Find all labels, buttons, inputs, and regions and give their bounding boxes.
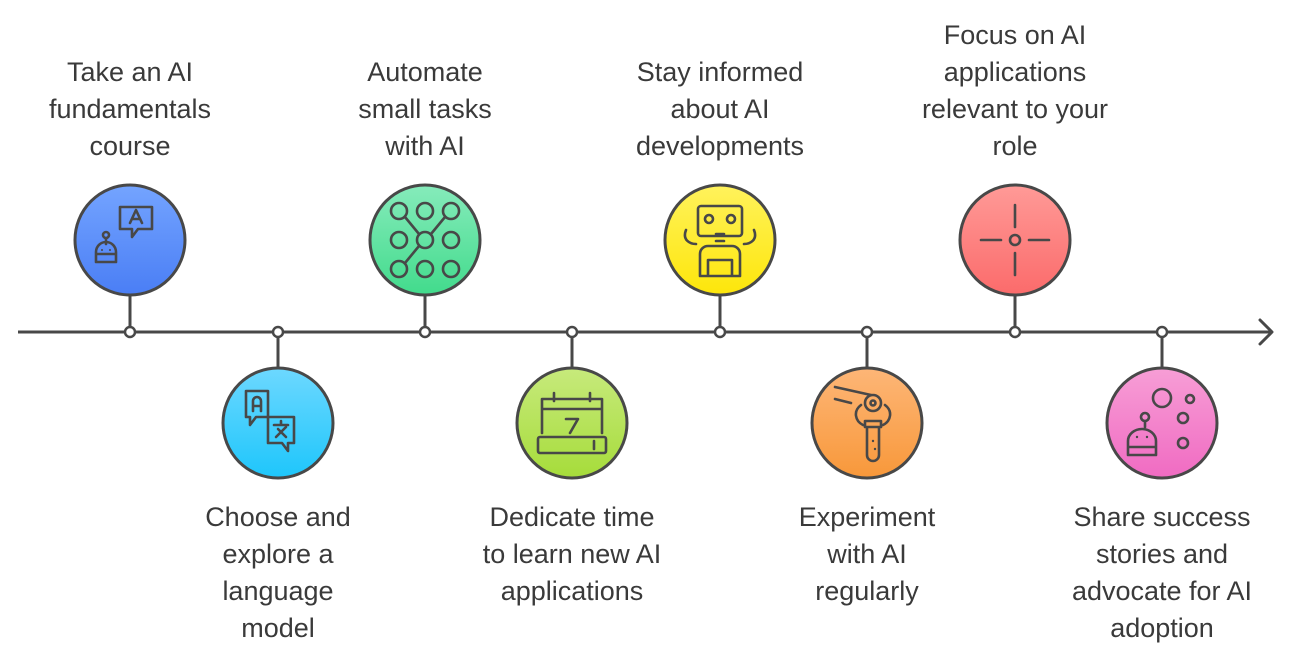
step-label: Share success stories and advocate for AI a… xyxy=(1042,499,1282,647)
step-label-line: adoption xyxy=(1110,613,1214,643)
timeline-marker xyxy=(1008,325,1022,339)
step-circle xyxy=(221,366,335,480)
step-label-line: fundamentals xyxy=(48,94,212,124)
step-label-line: Dedicate time xyxy=(489,502,655,532)
step-label-line: role xyxy=(992,131,1038,161)
step-label-line: Experiment xyxy=(798,502,936,532)
timeline-step xyxy=(73,183,187,339)
target-crosshair-icon xyxy=(979,203,1051,277)
step-label-line: relevant to your xyxy=(921,94,1109,124)
step-label-line: Share success xyxy=(1073,502,1251,532)
step-circle xyxy=(515,366,629,480)
step-label-line: explore a xyxy=(222,539,334,569)
timeline-marker xyxy=(713,325,727,339)
calendar-icon xyxy=(536,391,608,455)
step-label: Choose and explore a language model xyxy=(158,499,398,647)
step-circle xyxy=(73,183,187,297)
step-label-line: applications xyxy=(943,57,1087,87)
step-circle xyxy=(810,366,924,480)
automation-grid-icon xyxy=(389,201,461,279)
step-label-line: Focus on AI xyxy=(943,20,1087,50)
step-circle xyxy=(958,183,1072,297)
step-label-line: about AI xyxy=(670,94,770,124)
step-label-line: advocate for AI xyxy=(1071,576,1253,606)
timeline-step xyxy=(958,183,1072,339)
step-label-line: Stay informed xyxy=(636,57,804,87)
step-label: Automate small tasks with AI xyxy=(305,54,545,165)
step-label-line: stories and xyxy=(1095,539,1229,569)
step-label-line: with AI xyxy=(827,539,907,569)
robot-translate-icon xyxy=(94,205,154,264)
step-circle xyxy=(1105,366,1219,480)
step-label-line: Automate xyxy=(367,57,483,87)
step-label-line: applications xyxy=(500,576,644,606)
step-label-line: small tasks xyxy=(358,94,492,124)
step-label: Dedicate time to learn new AI applications xyxy=(452,499,692,610)
timeline-marker xyxy=(123,325,137,339)
timeline-arrowhead-icon xyxy=(1258,318,1274,346)
robot-bubbles-icon xyxy=(1126,387,1196,457)
step-label-line: Choose and xyxy=(205,502,351,532)
timeline-marker xyxy=(1155,325,1169,339)
step-label-line: to learn new AI xyxy=(482,539,662,569)
step-label-line: course xyxy=(89,131,171,161)
step-label-line: with AI xyxy=(385,131,465,161)
timeline-marker xyxy=(418,325,432,339)
step-label-line: Take an AI xyxy=(66,57,194,87)
step-label: Stay informed about AI developments xyxy=(600,54,840,165)
timeline-marker xyxy=(565,325,579,339)
timeline-step xyxy=(810,325,924,480)
timeline-step xyxy=(221,325,335,480)
step-label: Focus on AI applications relevant to your r… xyxy=(895,17,1135,165)
step-label-line: language xyxy=(222,576,334,606)
timeline-step xyxy=(368,183,482,339)
step-label: Take an AI fundamentals course xyxy=(10,54,250,165)
robot-icon xyxy=(683,204,757,278)
step-circle xyxy=(368,183,482,297)
step-label-line: model xyxy=(241,613,315,643)
timeline-marker xyxy=(860,325,874,339)
robotic-arm-icon xyxy=(833,385,892,463)
language-translate-icon xyxy=(244,389,296,453)
step-label-line: regularly xyxy=(815,576,919,606)
step-label: Experiment with AI regularly xyxy=(747,499,987,610)
timeline-step xyxy=(1105,325,1219,480)
timeline-step xyxy=(663,183,777,339)
timeline-marker xyxy=(271,325,285,339)
step-label-line: developments xyxy=(635,131,805,161)
timeline-step xyxy=(515,325,629,480)
